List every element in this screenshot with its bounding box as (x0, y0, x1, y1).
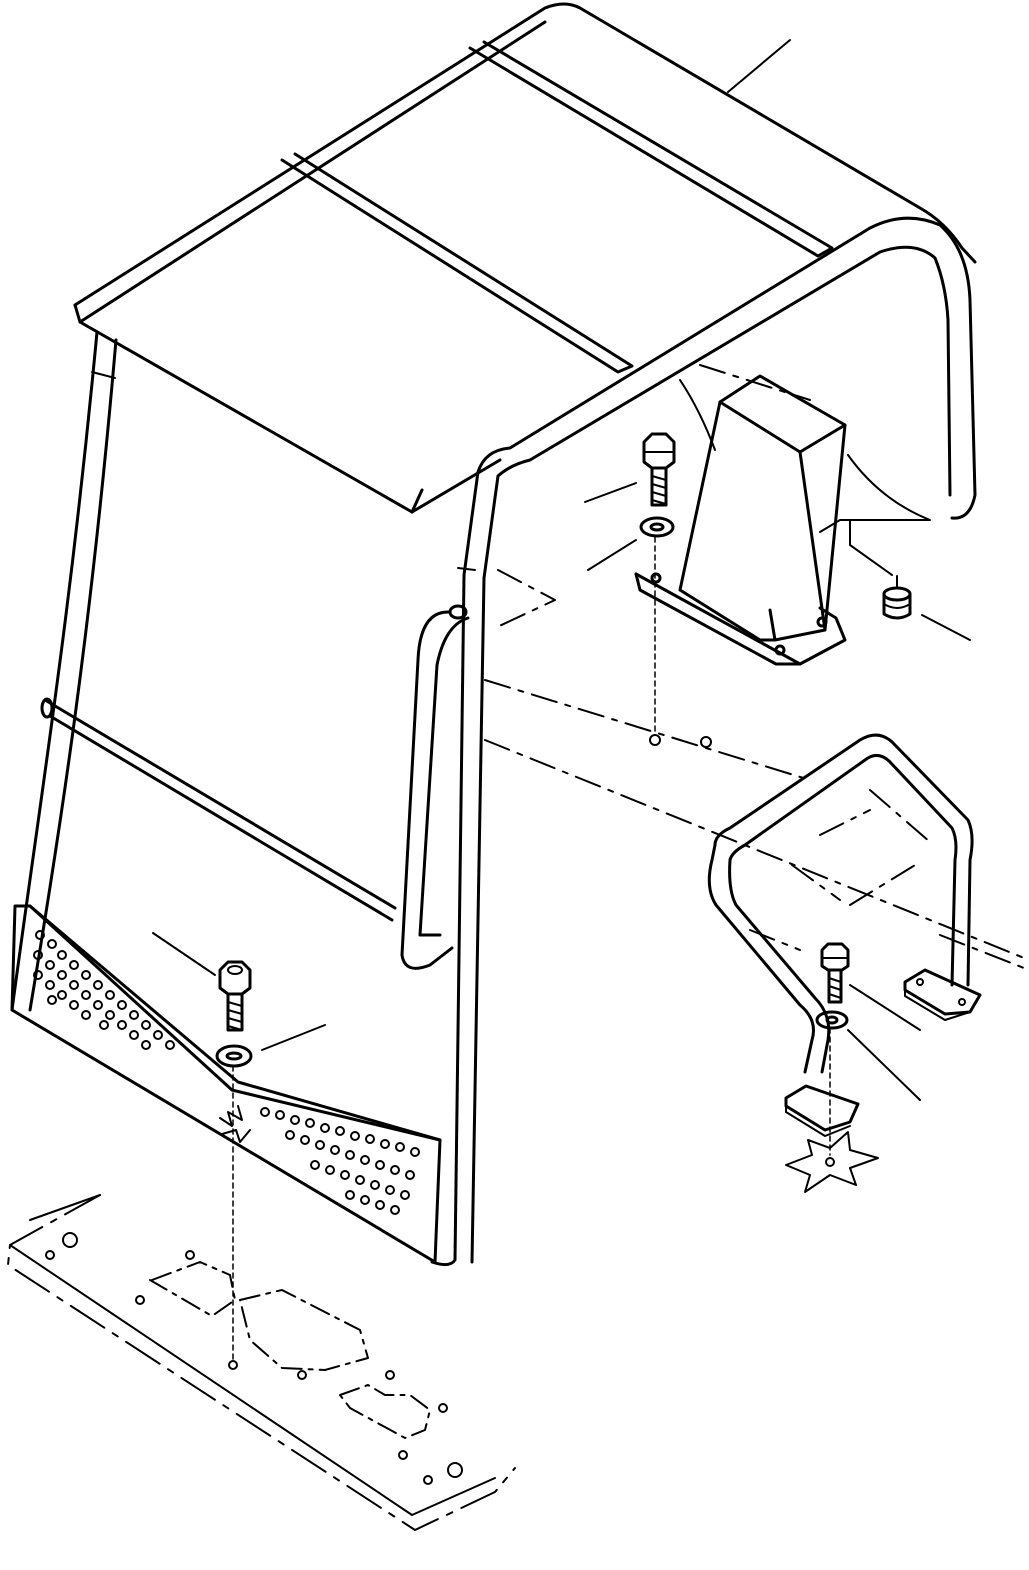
mount-point-side-rail (785, 1131, 879, 1193)
washer-side-rail (815, 1010, 921, 1101)
mount-hole-rear-post (649, 734, 661, 746)
rear-support-post (634, 374, 931, 666)
washer-rear-post (587, 516, 675, 571)
side-guard-rail (707, 733, 1029, 1137)
washer-front-guard (215, 1024, 326, 1068)
roll-bar-frame (10, 216, 977, 1267)
floor-plate (7, 1194, 516, 1531)
rear-deck-outline (484, 364, 1029, 961)
grab-handle (400, 604, 470, 970)
mount-hole-deck (700, 736, 712, 748)
bolt-rear-post (584, 432, 676, 507)
perforation-holes-right (260, 1107, 420, 1215)
canopy-roof (73, 2, 977, 514)
weld-mark (219, 1105, 251, 1143)
rubber-mount (849, 519, 971, 641)
perforation-holes-left (33, 930, 175, 1050)
perforated-front-guard (10, 904, 442, 1264)
bolt-front-guard (152, 932, 252, 1032)
bolt-side-rail (820, 942, 921, 1031)
